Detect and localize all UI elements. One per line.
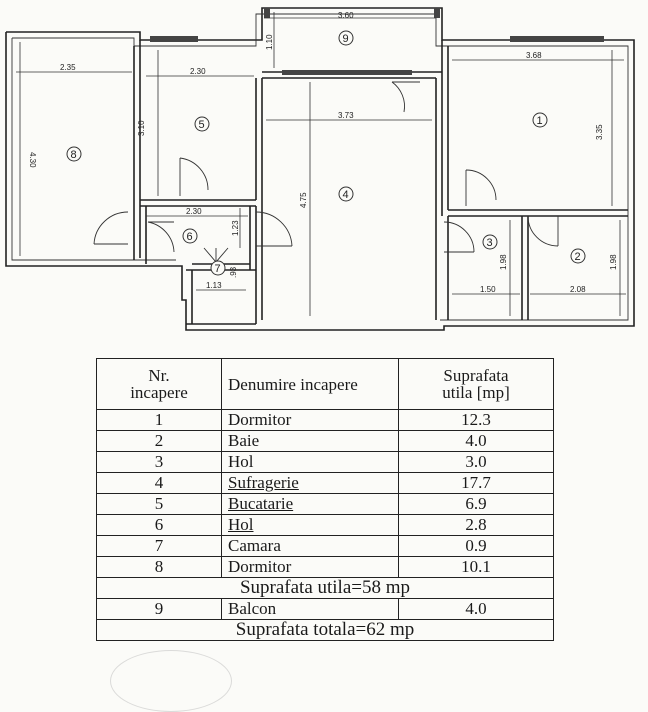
dim-label: 1.13 xyxy=(206,281,222,290)
cell-area: 12.3 xyxy=(398,409,554,431)
floor-plan: 2.35 4.30 2.30 3.10 3.60 1.10 3.73 4.75 … xyxy=(5,7,635,331)
dim-label: 2.08 xyxy=(570,285,586,294)
dim-label: 1.10 xyxy=(265,34,274,50)
cell-name: Bucatarie xyxy=(221,493,399,515)
dim-label: 1.98 xyxy=(609,254,618,270)
room-markers: 1 2 3 4 5 6 7 8 9 xyxy=(66,30,586,276)
room-number: 8 xyxy=(71,149,77,161)
dimension-lines xyxy=(16,12,626,316)
table-row: 1 Dormitor 12.3 xyxy=(96,409,554,431)
room-number: 3 xyxy=(487,237,493,249)
cell-area: 4.0 xyxy=(398,598,554,620)
header-nr: Nr. incapere xyxy=(96,358,222,410)
total-row: Suprafata totala=62 mp xyxy=(96,619,554,641)
cell-area: 0.9 xyxy=(398,535,554,557)
room-number: 9 xyxy=(343,33,349,45)
dim-label: 3.10 xyxy=(137,120,146,136)
table-header-row: Nr. incapere Denumire incapere Suprafata… xyxy=(96,358,554,410)
table-row: 7 Camara 0.9 xyxy=(96,535,554,557)
cell-name: Sufragerie xyxy=(221,472,399,494)
room-number: 2 xyxy=(575,251,581,263)
cell-nr: 4 xyxy=(96,472,222,494)
room-number: 5 xyxy=(199,119,205,131)
cell-area: 3.0 xyxy=(398,451,554,473)
cell-nr: 6 xyxy=(96,514,222,536)
table-row: 6 Hol 2.8 xyxy=(96,514,554,536)
cell-name: Baie xyxy=(221,430,399,452)
room-number: 6 xyxy=(187,231,193,243)
stamp-mark xyxy=(110,650,232,712)
table-row: 5 Bucatarie 6.9 xyxy=(96,493,554,515)
dim-label: 1.98 xyxy=(499,254,508,270)
cell-nr: 5 xyxy=(96,493,222,515)
cell-name: Camara xyxy=(221,535,399,557)
dim-label: 2.30 xyxy=(190,67,206,76)
dim-label: 3.73 xyxy=(338,111,354,120)
cell-nr: 2 xyxy=(96,430,222,452)
dim-label: 1.23 xyxy=(231,220,240,236)
cell-area: 10.1 xyxy=(398,556,554,578)
cell-nr: 9 xyxy=(96,598,222,620)
dim-label: 1.50 xyxy=(480,285,496,294)
total-text: Suprafata totala=62 mp xyxy=(96,619,554,641)
cell-name: Hol xyxy=(221,514,399,536)
windows xyxy=(150,8,604,75)
table-row: 9 Balcon 4.0 xyxy=(96,598,554,620)
table-row: 4 Sufragerie 17.7 xyxy=(96,472,554,494)
room-area-table: Nr. incapere Denumire incapere Suprafata… xyxy=(96,358,554,641)
subtotal-text: Suprafata utila=58 mp xyxy=(96,577,554,599)
doors xyxy=(93,81,559,263)
walls xyxy=(5,7,635,331)
cell-nr: 1 xyxy=(96,409,222,431)
cell-name: Hol xyxy=(221,451,399,473)
dimension-labels: 2.35 4.30 2.30 3.10 3.60 1.10 3.73 4.75 … xyxy=(28,11,618,294)
dim-label: 2.30 xyxy=(186,207,202,216)
dim-label: 2.35 xyxy=(60,63,76,72)
dim-label: 3.35 xyxy=(595,124,604,140)
cell-area: 4.0 xyxy=(398,430,554,452)
header-name: Denumire incapere xyxy=(221,358,399,410)
cell-nr: 3 xyxy=(96,451,222,473)
room-number: 1 xyxy=(537,115,543,127)
dim-label: 4.75 xyxy=(299,192,308,208)
cell-area: 17.7 xyxy=(398,472,554,494)
cell-nr: 7 xyxy=(96,535,222,557)
dim-label: .93 xyxy=(229,266,238,278)
cell-name: Dormitor xyxy=(221,409,399,431)
table-row: 2 Baie 4.0 xyxy=(96,430,554,452)
header-area: Suprafata utila [mp] xyxy=(398,358,554,410)
table-row: 8 Dormitor 10.1 xyxy=(96,556,554,578)
dim-label: 3.60 xyxy=(338,11,354,20)
dim-label: 4.30 xyxy=(28,152,37,168)
room-number: 4 xyxy=(343,189,349,201)
cell-nr: 8 xyxy=(96,556,222,578)
table-row: 3 Hol 3.0 xyxy=(96,451,554,473)
cell-area: 2.8 xyxy=(398,514,554,536)
dim-label: 3.68 xyxy=(526,51,542,60)
subtotal-row: Suprafata utila=58 mp xyxy=(96,577,554,599)
cell-area: 6.9 xyxy=(398,493,554,515)
cell-name: Balcon xyxy=(221,598,399,620)
room-number: 7 xyxy=(215,263,221,275)
cell-name: Dormitor xyxy=(221,556,399,578)
